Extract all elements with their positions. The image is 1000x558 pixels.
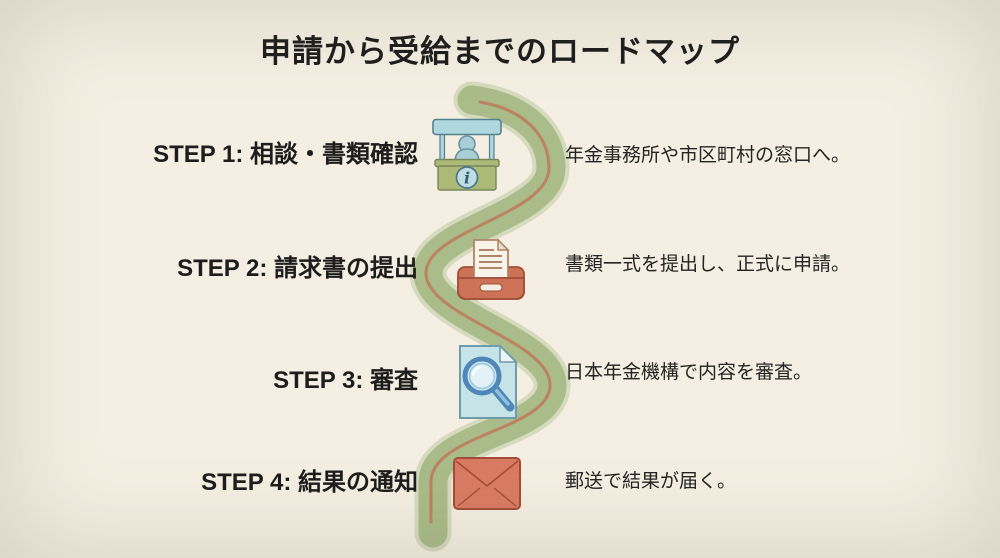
step-1-label: STEP 1: 相談・書類確認 [153, 141, 418, 168]
step-4-label: STEP 4: 結果の通知 [201, 469, 418, 496]
document-magnifier-icon [452, 342, 524, 427]
step-3-label: STEP 3: 審査 [273, 367, 418, 394]
step-1-description: 年金事務所や市区町村の窓口へ。 [565, 145, 851, 166]
step-2-label: STEP 2: 請求書の提出 [177, 255, 418, 282]
svg-text:i: i [464, 169, 470, 188]
document-submission-tray-icon [452, 237, 530, 308]
step-4-description: 郵送で結果が届く。 [565, 471, 737, 492]
step-3-description: 日本年金機構で内容を審査。 [565, 362, 813, 383]
envelope-icon [452, 455, 522, 517]
step-2-description: 書類一式を提出し、正式に申請。 [565, 254, 851, 275]
page-title: 申請から受給までのロードマップ [260, 34, 740, 69]
info-booth-icon: i [428, 116, 506, 199]
